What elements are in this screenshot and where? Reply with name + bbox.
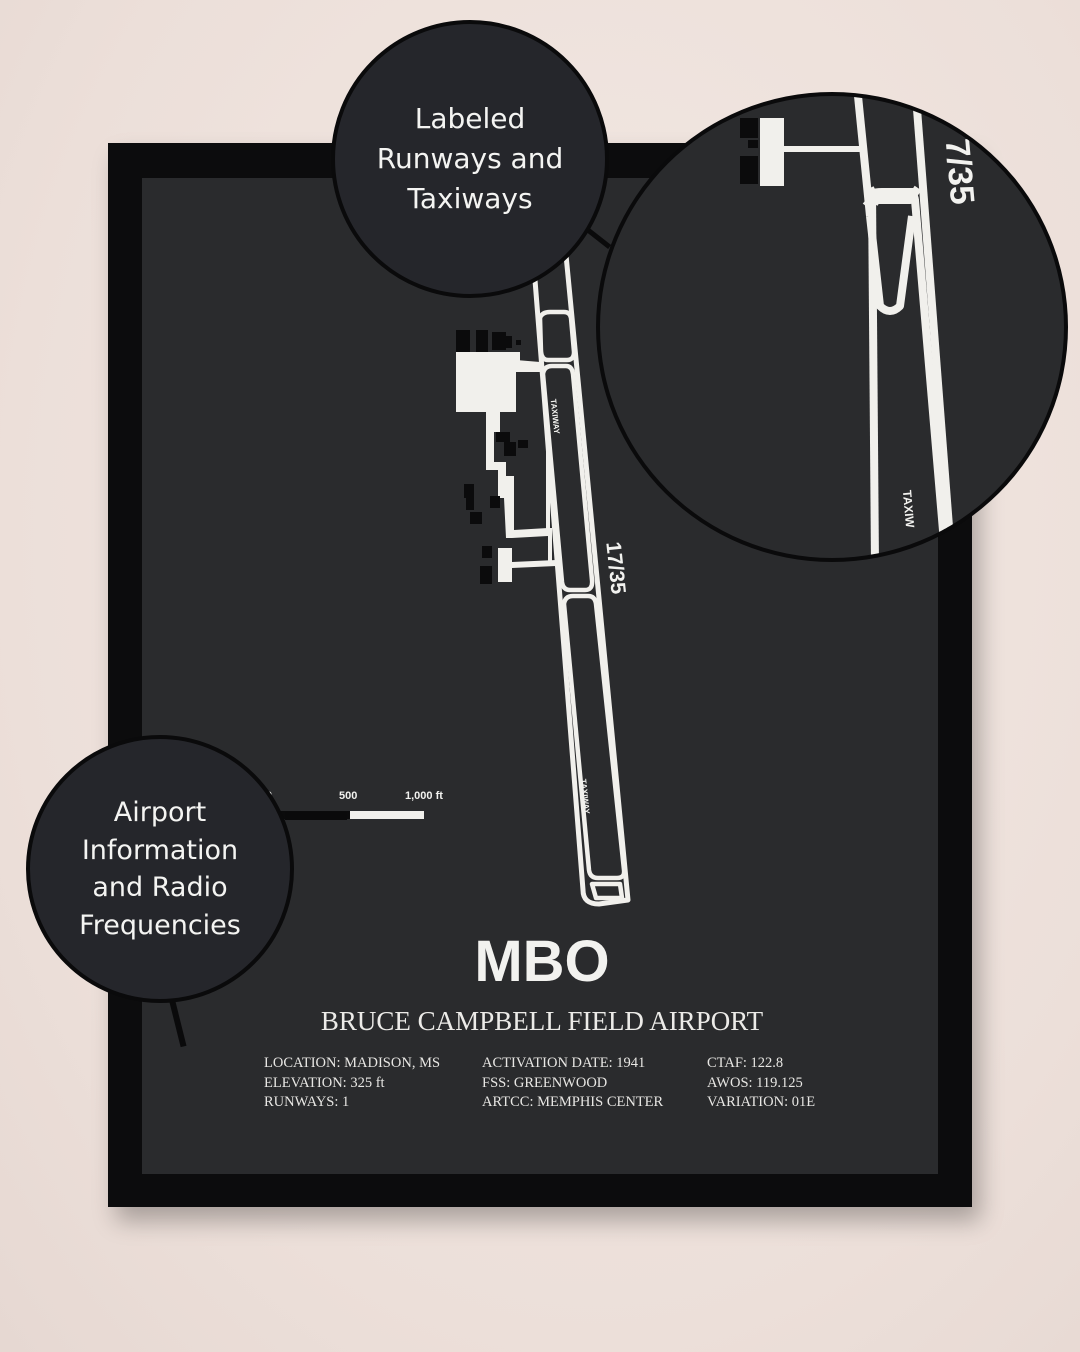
info-awos: AWOS: 119.125: [707, 1074, 803, 1091]
info-column-admin: ACTIVATION DATE: 1941 FSS: GREENWOOD ART…: [482, 1054, 663, 1113]
taxiway-outline: [537, 309, 627, 901]
airport-name: BRUCE CAMPBELL FIELD AIRPORT: [320, 1006, 764, 1036]
zoom-runway-label: 7/35: [937, 136, 982, 207]
callout-left-line-3: and Radio: [92, 872, 228, 903]
info-column-radio: CTAF: 122.8 AWOS: 119.125 VARIATION: 01E: [707, 1054, 815, 1113]
info-runways: RUNWAYS: 1: [264, 1094, 350, 1110]
scale-bar-light-segment: [350, 811, 424, 819]
scale-tick-1000: 1,000 ft: [405, 790, 443, 802]
callout-left-line-1: Airport: [113, 797, 207, 828]
info-column-location: LOCATION: MADISON, MS ELEVATION: 325 ft …: [264, 1054, 440, 1113]
info-variation: VARIATION: 01E: [707, 1094, 816, 1110]
left-callout-connector: [285, 812, 347, 820]
callout-left-line-2: Information: [81, 834, 239, 866]
callout-left-line-4: Frequencies: [79, 909, 241, 941]
scale-tick-500: 500: [339, 790, 358, 802]
callout-top-line-3: Taxiways: [407, 182, 533, 215]
callout-airport-information: Airport Information and Radio Frequencie…: [26, 735, 294, 1003]
callout-top-line-1: Labeled: [414, 102, 526, 135]
info-fss: FSS: GREENWOOD: [482, 1074, 608, 1091]
zoomed-runway-detail: [740, 96, 956, 558]
callout-labeled-runways: Labeled Runways and Taxiways: [331, 20, 609, 298]
airport-code: MBO: [474, 929, 610, 994]
runway-17-35: [532, 254, 631, 907]
zoom-magnifier: 7/35 TAXIW: [596, 92, 1068, 562]
info-activation-date: ACTIVATION DATE: 1941: [482, 1055, 646, 1071]
hangars: [456, 330, 528, 584]
info-ctaf: CTAF: 122.8: [707, 1055, 784, 1071]
info-artcc: ARTCC: MEMPHIS CENTER: [482, 1094, 664, 1110]
info-location: LOCATION: MADISON, MS: [264, 1055, 441, 1071]
callout-top-line-2: Runways and: [376, 142, 564, 175]
info-elevation: ELEVATION: 325 ft: [264, 1074, 385, 1091]
apron-buildings: [456, 352, 556, 582]
